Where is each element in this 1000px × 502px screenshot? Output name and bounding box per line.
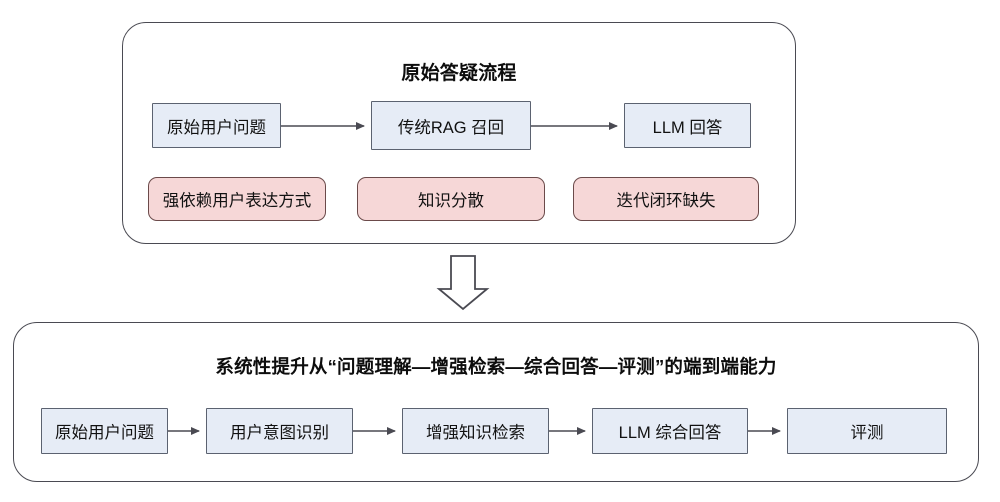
issue-knowledge-fragmentation[interactable]: 知识分散 (357, 177, 545, 221)
node-original-user-question[interactable]: 原始用户问题 (152, 103, 281, 148)
node-user-intent-recognition[interactable]: 用户意图识别 (206, 408, 353, 454)
issue-missing-iteration-loop[interactable]: 迭代闭环缺失 (573, 177, 759, 221)
panel-upgraded-flow: 系统性提升从“问题理解—增强检索—综合回答—评测”的端到端能力 (13, 322, 979, 482)
down-block-arrow-icon (436, 255, 490, 311)
node-enhanced-knowledge-retrieval[interactable]: 增强知识检索 (402, 408, 549, 454)
node-traditional-rag-recall[interactable]: 传统RAG 召回 (371, 101, 531, 150)
node-llm-comprehensive-answer[interactable]: LLM 综合回答 (592, 408, 748, 454)
panel-upgraded-flow-title: 系统性提升从“问题理解—增强检索—综合回答—评测”的端到端能力 (215, 356, 777, 377)
node-evaluation[interactable]: 评测 (787, 408, 947, 454)
issue-strong-dependence-on-user-expression[interactable]: 强依赖用户表达方式 (148, 177, 326, 221)
panel-original-flow-title: 原始答疑流程 (401, 63, 517, 84)
node-llm-answer[interactable]: LLM 回答 (624, 103, 751, 148)
node-original-user-question-v2[interactable]: 原始用户问题 (41, 408, 168, 454)
